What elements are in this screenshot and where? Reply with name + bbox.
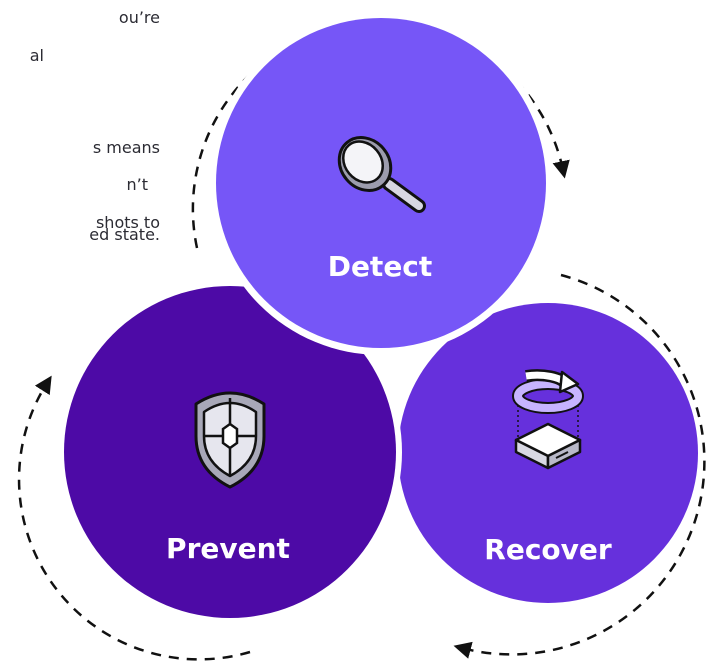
restore-server-icon [512,369,584,470]
intro-text-line: ed state. [89,225,160,244]
intro-text-line: ou’re [118,8,160,27]
magnifier-icon [337,136,426,213]
intro-text: ou’re al s means n’t shots to ed state. [0,0,160,270]
detect-node: Detect [209,11,553,355]
intro-text-line: al [29,46,44,65]
arc-prevent-to-detect [17,375,251,661]
prevent-label: Prevent [166,532,290,565]
detect-label: Detect [328,250,433,283]
prevent-node: Prevent [58,280,402,624]
shield-icon [194,391,266,489]
recover-label: Recover [484,533,612,566]
intro-text-line: shots to [95,213,160,232]
arc-recover-to-prevent [453,273,706,659]
intro-text-line: n’t [126,175,149,194]
intro-text-line: s means [92,138,160,157]
recover-node: Recover [398,303,698,603]
